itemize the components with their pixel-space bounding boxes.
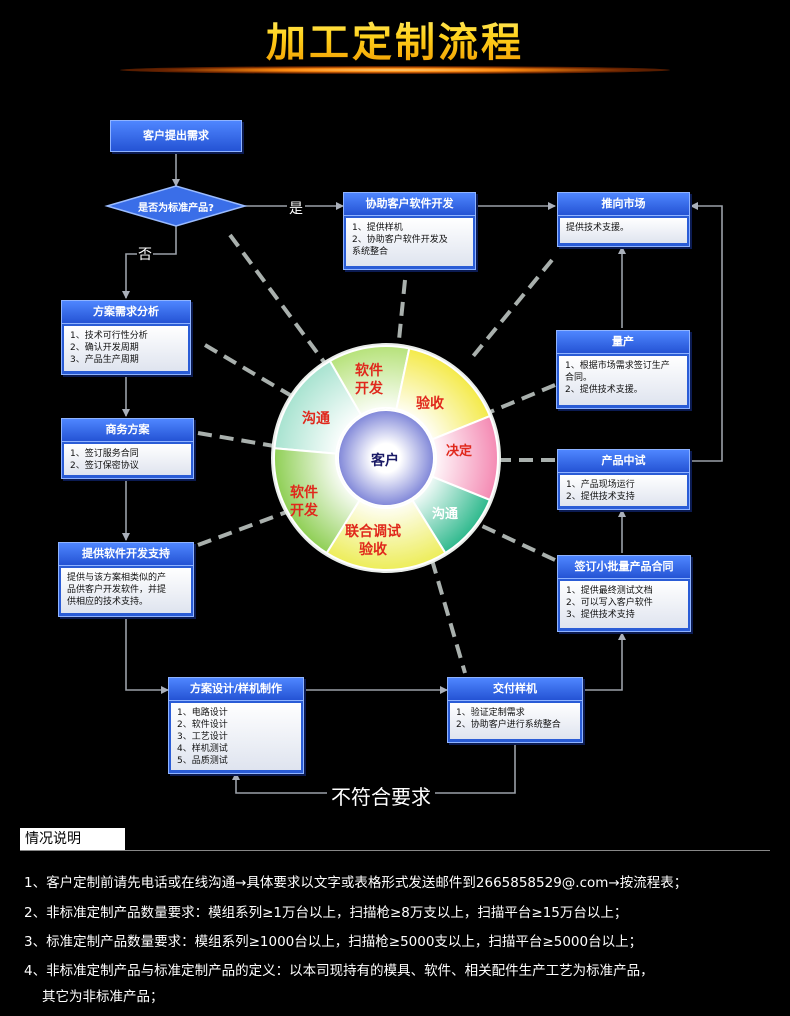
- page-title: 加工定制流程: [0, 10, 790, 68]
- node-item: 3、工艺设计: [177, 732, 228, 742]
- node-body: 1、根据市场需求签订生产 合同。 2、提供技术支援。: [559, 356, 687, 405]
- note-item: 2、非标准定制产品数量要求：模组系列≥1万台以上，扫描枪≥8万支以上，扫描平台≥…: [24, 905, 628, 921]
- process-wheel: [271, 343, 501, 573]
- wheel-segment: [273, 447, 361, 555]
- wheel-spokes: [197, 233, 556, 674]
- node-assist-dev: 协助客户软件开发 1、提供样机 2、协助客户软件开发及 系统整合: [343, 192, 476, 270]
- node-title: 商务方案: [62, 419, 193, 442]
- node-mass-production: 量产 1、根据市场需求签订生产 合同。 2、提供技术支援。: [556, 330, 690, 409]
- node-body: 1、签订服务合同 2、签订保密协议: [64, 444, 191, 475]
- node-title: 协助客户软件开发: [344, 193, 475, 216]
- wheel-segment-label: 软件 开发: [355, 363, 383, 397]
- title-glow-divider: [120, 66, 670, 74]
- wheel-segment: [325, 499, 447, 571]
- node-item: 2、确认开发周期: [70, 343, 139, 353]
- node-body: 提供技术支援。: [560, 218, 687, 243]
- node-title: 方案设计/样机制作: [169, 678, 303, 701]
- node-item: 2、提供技术支持: [566, 492, 635, 502]
- node-title: 交付样机: [448, 678, 582, 701]
- wheel-segment-label: 联合调试 验收: [345, 524, 401, 558]
- node-item: 1、签订服务合同: [70, 449, 139, 459]
- node-item: 1、验证定制需求: [456, 708, 525, 718]
- yes-label: 是: [287, 198, 305, 218]
- node-item: 5、品质测试: [177, 756, 228, 766]
- node-item: 2、软件设计: [177, 720, 228, 730]
- node-item: 合同。: [565, 373, 593, 383]
- node-deliver-sample: 交付样机 1、验证定制需求 2、协助客户进行系统整合: [447, 677, 583, 743]
- node-item: 2、可以写入客户软件: [566, 598, 653, 608]
- wheel-center-label: 客户: [371, 453, 399, 469]
- note-item: 其它为非标准产品；: [42, 989, 164, 1005]
- node-title: 方案需求分析: [62, 301, 190, 324]
- node-item: 系统整合: [352, 247, 389, 257]
- node-item: 1、提供最终测试文档: [566, 586, 653, 596]
- node-body: 1、电路设计 2、软件设计 3、工艺设计 4、样机测试 5、品质测试: [171, 703, 301, 770]
- note-item: 3、标准定制产品数量要求：模组系列≥1000台以上，扫描枪≥5000支以上，扫描…: [24, 934, 643, 950]
- node-body: 提供与该方案相类似的产 品供客户开发软件，并提 供相应的技术支持。: [61, 568, 191, 613]
- reject-loop-label: 不符合要求: [327, 781, 435, 810]
- connector-support-to-design: [125, 617, 169, 694]
- node-title: 签订小批量产品合同: [558, 556, 690, 579]
- node-item: 2、签订保密协议: [70, 461, 139, 471]
- node-title: 提供软件开发支持: [59, 543, 193, 566]
- node-item: 1、产品现场运行: [566, 480, 635, 490]
- wheel-segment-label: 软件 开发: [290, 485, 318, 519]
- node-title: 客户提出需求: [111, 121, 241, 151]
- node-item: 1、提供样机: [352, 223, 403, 233]
- node-small-batch: 签订小批量产品合同 1、提供最终测试文档 2、可以写入客户软件 3、提供技术支持: [557, 555, 691, 632]
- node-item: 提供技术支援。: [566, 223, 630, 233]
- node-body: 1、技术可行性分析 2、确认开发周期 3、产品生产周期: [64, 326, 188, 371]
- wheel-segment-label: 验收: [416, 396, 444, 412]
- node-client-request: 客户提出需求: [110, 120, 242, 152]
- note-item: 4、非标准定制产品与标准定制产品的定义：以本司现持有的模具、软件、相关配件生产工…: [24, 963, 654, 979]
- note-item: 1、客户定制前请先电话或在线沟通→具体要求以文字或表格形式发送邮件到266585…: [24, 875, 688, 891]
- node-software-support: 提供软件开发支持 提供与该方案相类似的产 品供客户开发软件，并提 供相应的技术支…: [58, 542, 194, 617]
- node-item: 4、样机测试: [177, 744, 228, 754]
- node-item: 1、根据市场需求签订生产: [565, 361, 670, 371]
- node-item: 品供客户开发软件，并提: [67, 585, 167, 595]
- node-body: 1、提供样机 2、协助客户软件开发及 系统整合: [346, 218, 473, 266]
- wheel-segment-label: 决定: [446, 444, 473, 459]
- node-title: 产品中试: [558, 450, 689, 473]
- node-title: 推向市场: [558, 193, 689, 216]
- node-item: 1、电路设计: [177, 708, 228, 718]
- node-item: 供相应的技术支持。: [67, 597, 149, 607]
- decision-diamond: [104, 185, 248, 227]
- node-requirement-analysis: 方案需求分析 1、技术可行性分析 2、确认开发周期 3、产品生产周期: [61, 300, 191, 375]
- node-pilot-test: 产品中试 1、产品现场运行 2、提供技术支持: [557, 449, 690, 510]
- connector-pilot-to-market: [689, 202, 723, 462]
- wheel-segment-label: 沟通: [432, 507, 459, 522]
- node-body: 1、验证定制需求 2、协助客户进行系统整合: [450, 703, 580, 739]
- connector-deliver-to-smallbatch: [581, 632, 626, 691]
- node-item: 提供与该方案相类似的产: [67, 573, 167, 583]
- node-title: 量产: [557, 331, 689, 354]
- node-item: 3、提供技术支持: [566, 610, 635, 620]
- node-item: 2、协助客户软件开发及: [352, 235, 448, 245]
- node-design-sample: 方案设计/样机制作 1、电路设计 2、软件设计 3、工艺设计 4、样机测试 5、…: [168, 677, 304, 774]
- node-business-plan: 商务方案 1、签订服务合同 2、签订保密协议: [61, 418, 194, 479]
- node-item: 3、产品生产周期: [70, 355, 139, 365]
- node-item: 1、技术可行性分析: [70, 331, 148, 341]
- node-market: 推向市场 提供技术支援。: [557, 192, 690, 247]
- notes-divider: [20, 850, 770, 851]
- node-body: 1、提供最终测试文档 2、可以写入客户软件 3、提供技术支持: [560, 581, 688, 628]
- decision-label: 是否为标准产品?: [138, 203, 214, 214]
- node-body: 1、产品现场运行 2、提供技术支持: [560, 475, 687, 506]
- no-label: 否: [137, 244, 153, 264]
- wheel-segment-label: 沟通: [302, 411, 330, 427]
- node-item: 2、提供技术支援。: [565, 385, 643, 395]
- node-item: 2、协助客户进行系统整合: [456, 720, 561, 730]
- notes-heading: 情况说明: [20, 828, 125, 850]
- wheel-center: [337, 409, 435, 507]
